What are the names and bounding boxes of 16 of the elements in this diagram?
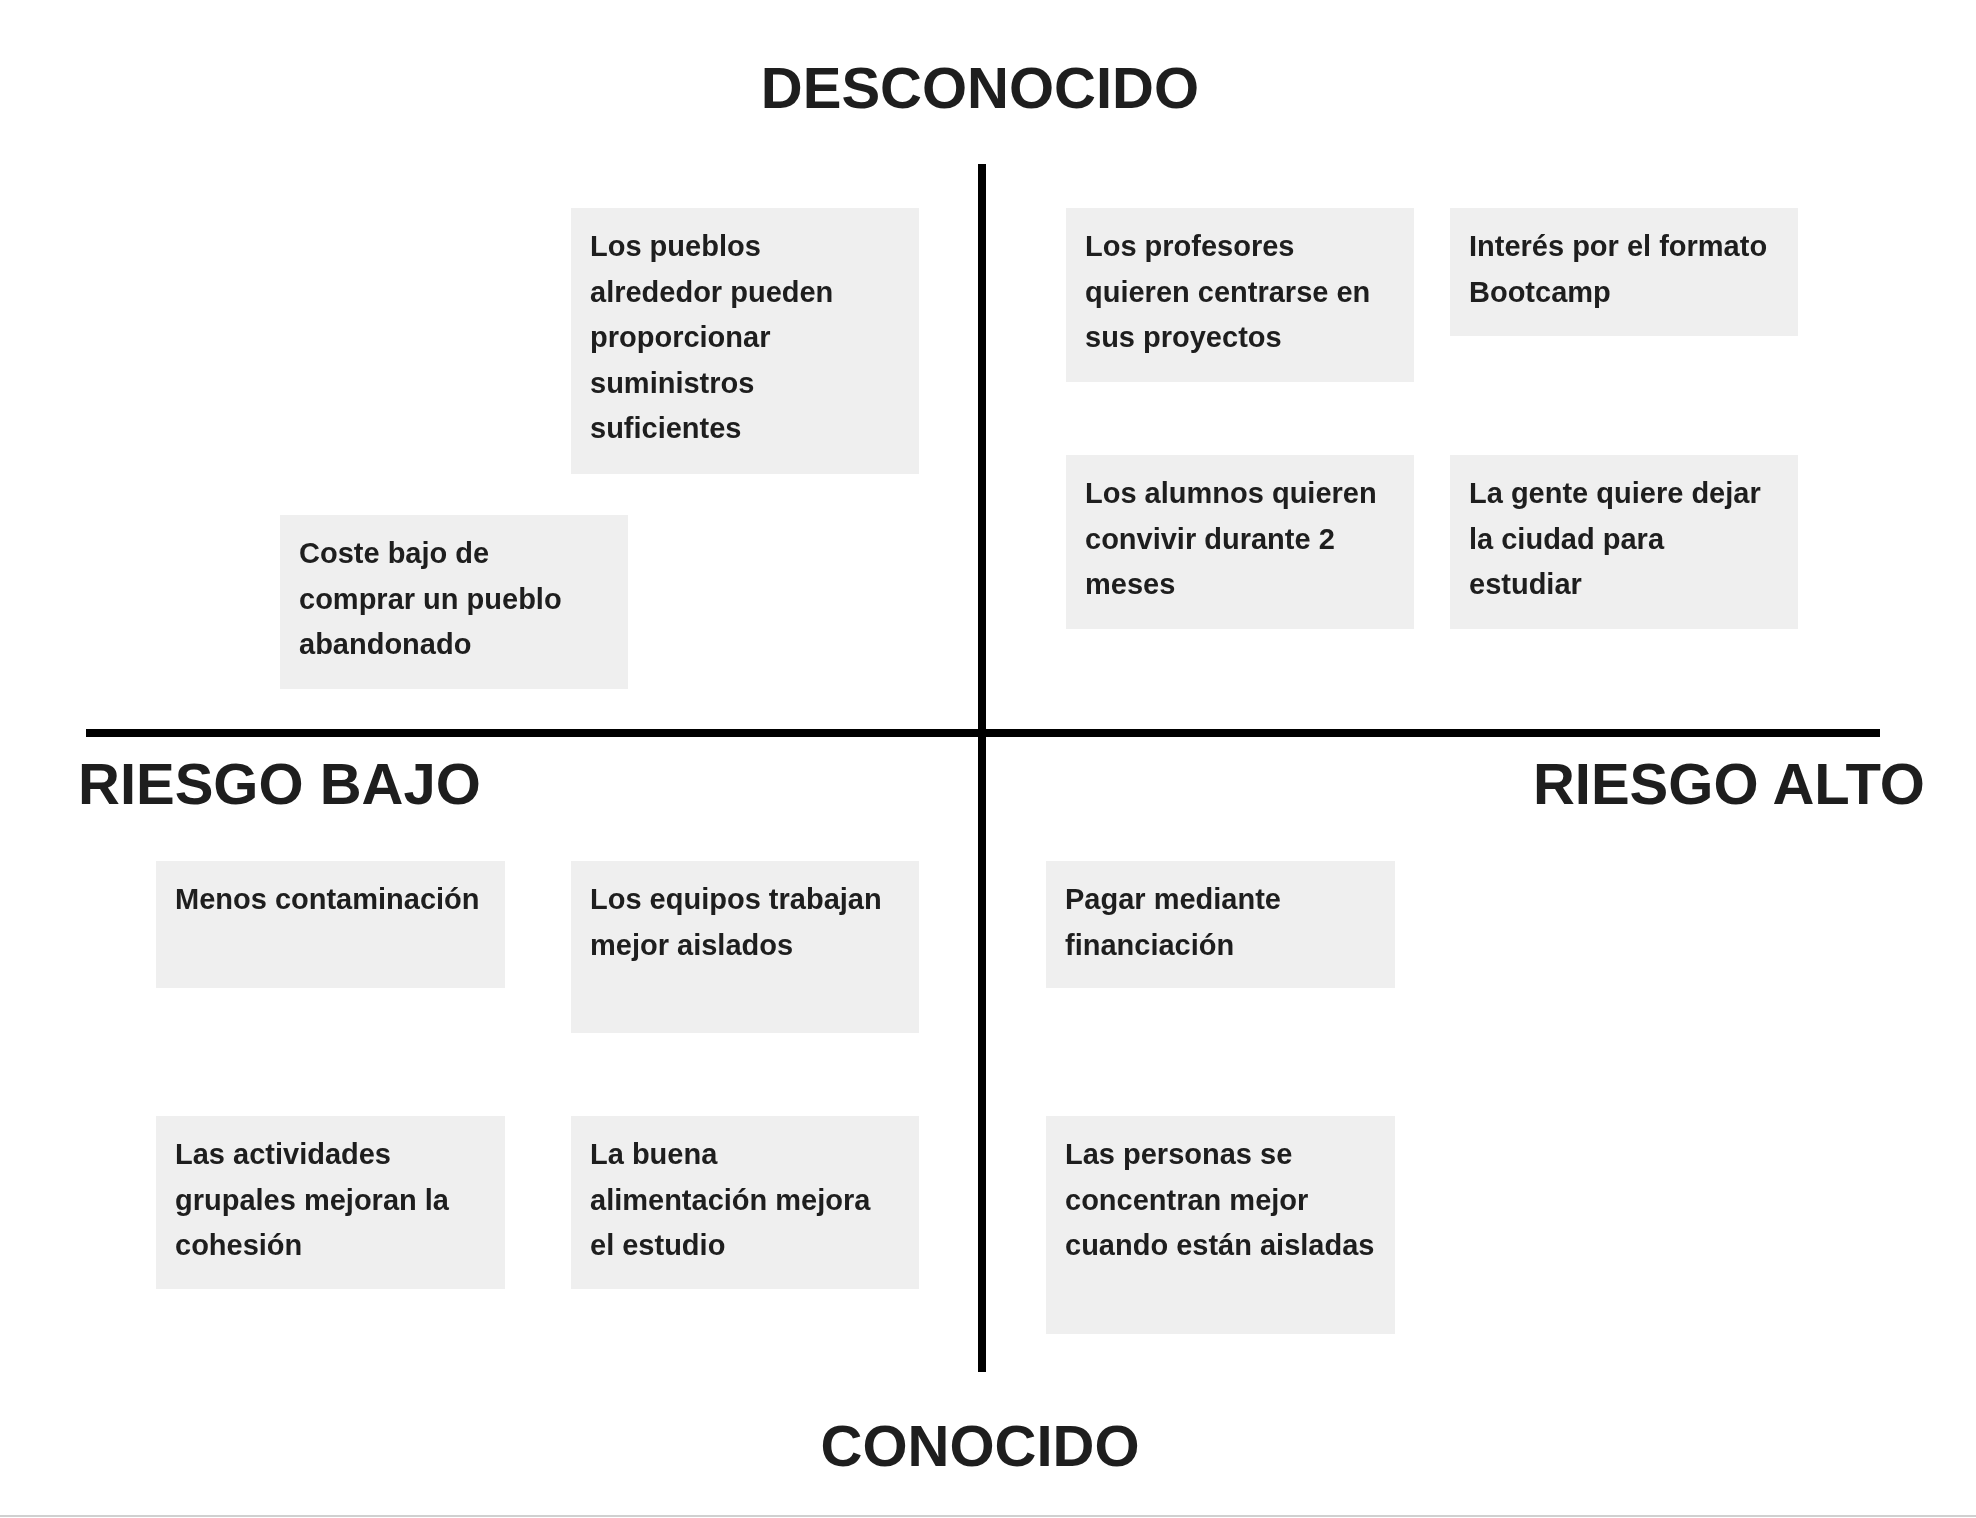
note-text: Las actividades grupales mejoran la cohesión <box>175 1137 450 1263</box>
note-text: Los pueblos alrededor pueden proporcionar suministros suficientes <box>590 229 835 446</box>
note-text: La buena alimentación mejora el estudio <box>590 1137 872 1263</box>
axis-label: RIESGO ALTO <box>1531 750 1925 818</box>
axis-label: CONOCIDO <box>819 1412 1141 1480</box>
note-text: Las personas se concentran mejor cuando están aisladas <box>1065 1137 1376 1263</box>
note-text: Los profesores quieren centrarse en sus proyectos <box>1085 229 1372 355</box>
note-text: Coste bajo de comprar un pueblo abandonado <box>299 536 563 662</box>
note-text: Los alumnos quieren convivir durante 2 meses <box>1085 476 1378 602</box>
axis-label: RIESGO BAJO <box>78 750 482 818</box>
note-text: Los equipos trabajan mejor aislados <box>590 882 883 963</box>
note-text: Menos contaminación <box>175 882 481 917</box>
axis-label: DESCONOCIDO <box>759 54 1201 122</box>
note-text: La gente quiere dejar la ciudad para estudiar <box>1469 476 1762 602</box>
note-text: Interés por el formato Bootcamp <box>1469 229 1769 310</box>
note-text: Pagar mediante financiación <box>1065 882 1282 963</box>
